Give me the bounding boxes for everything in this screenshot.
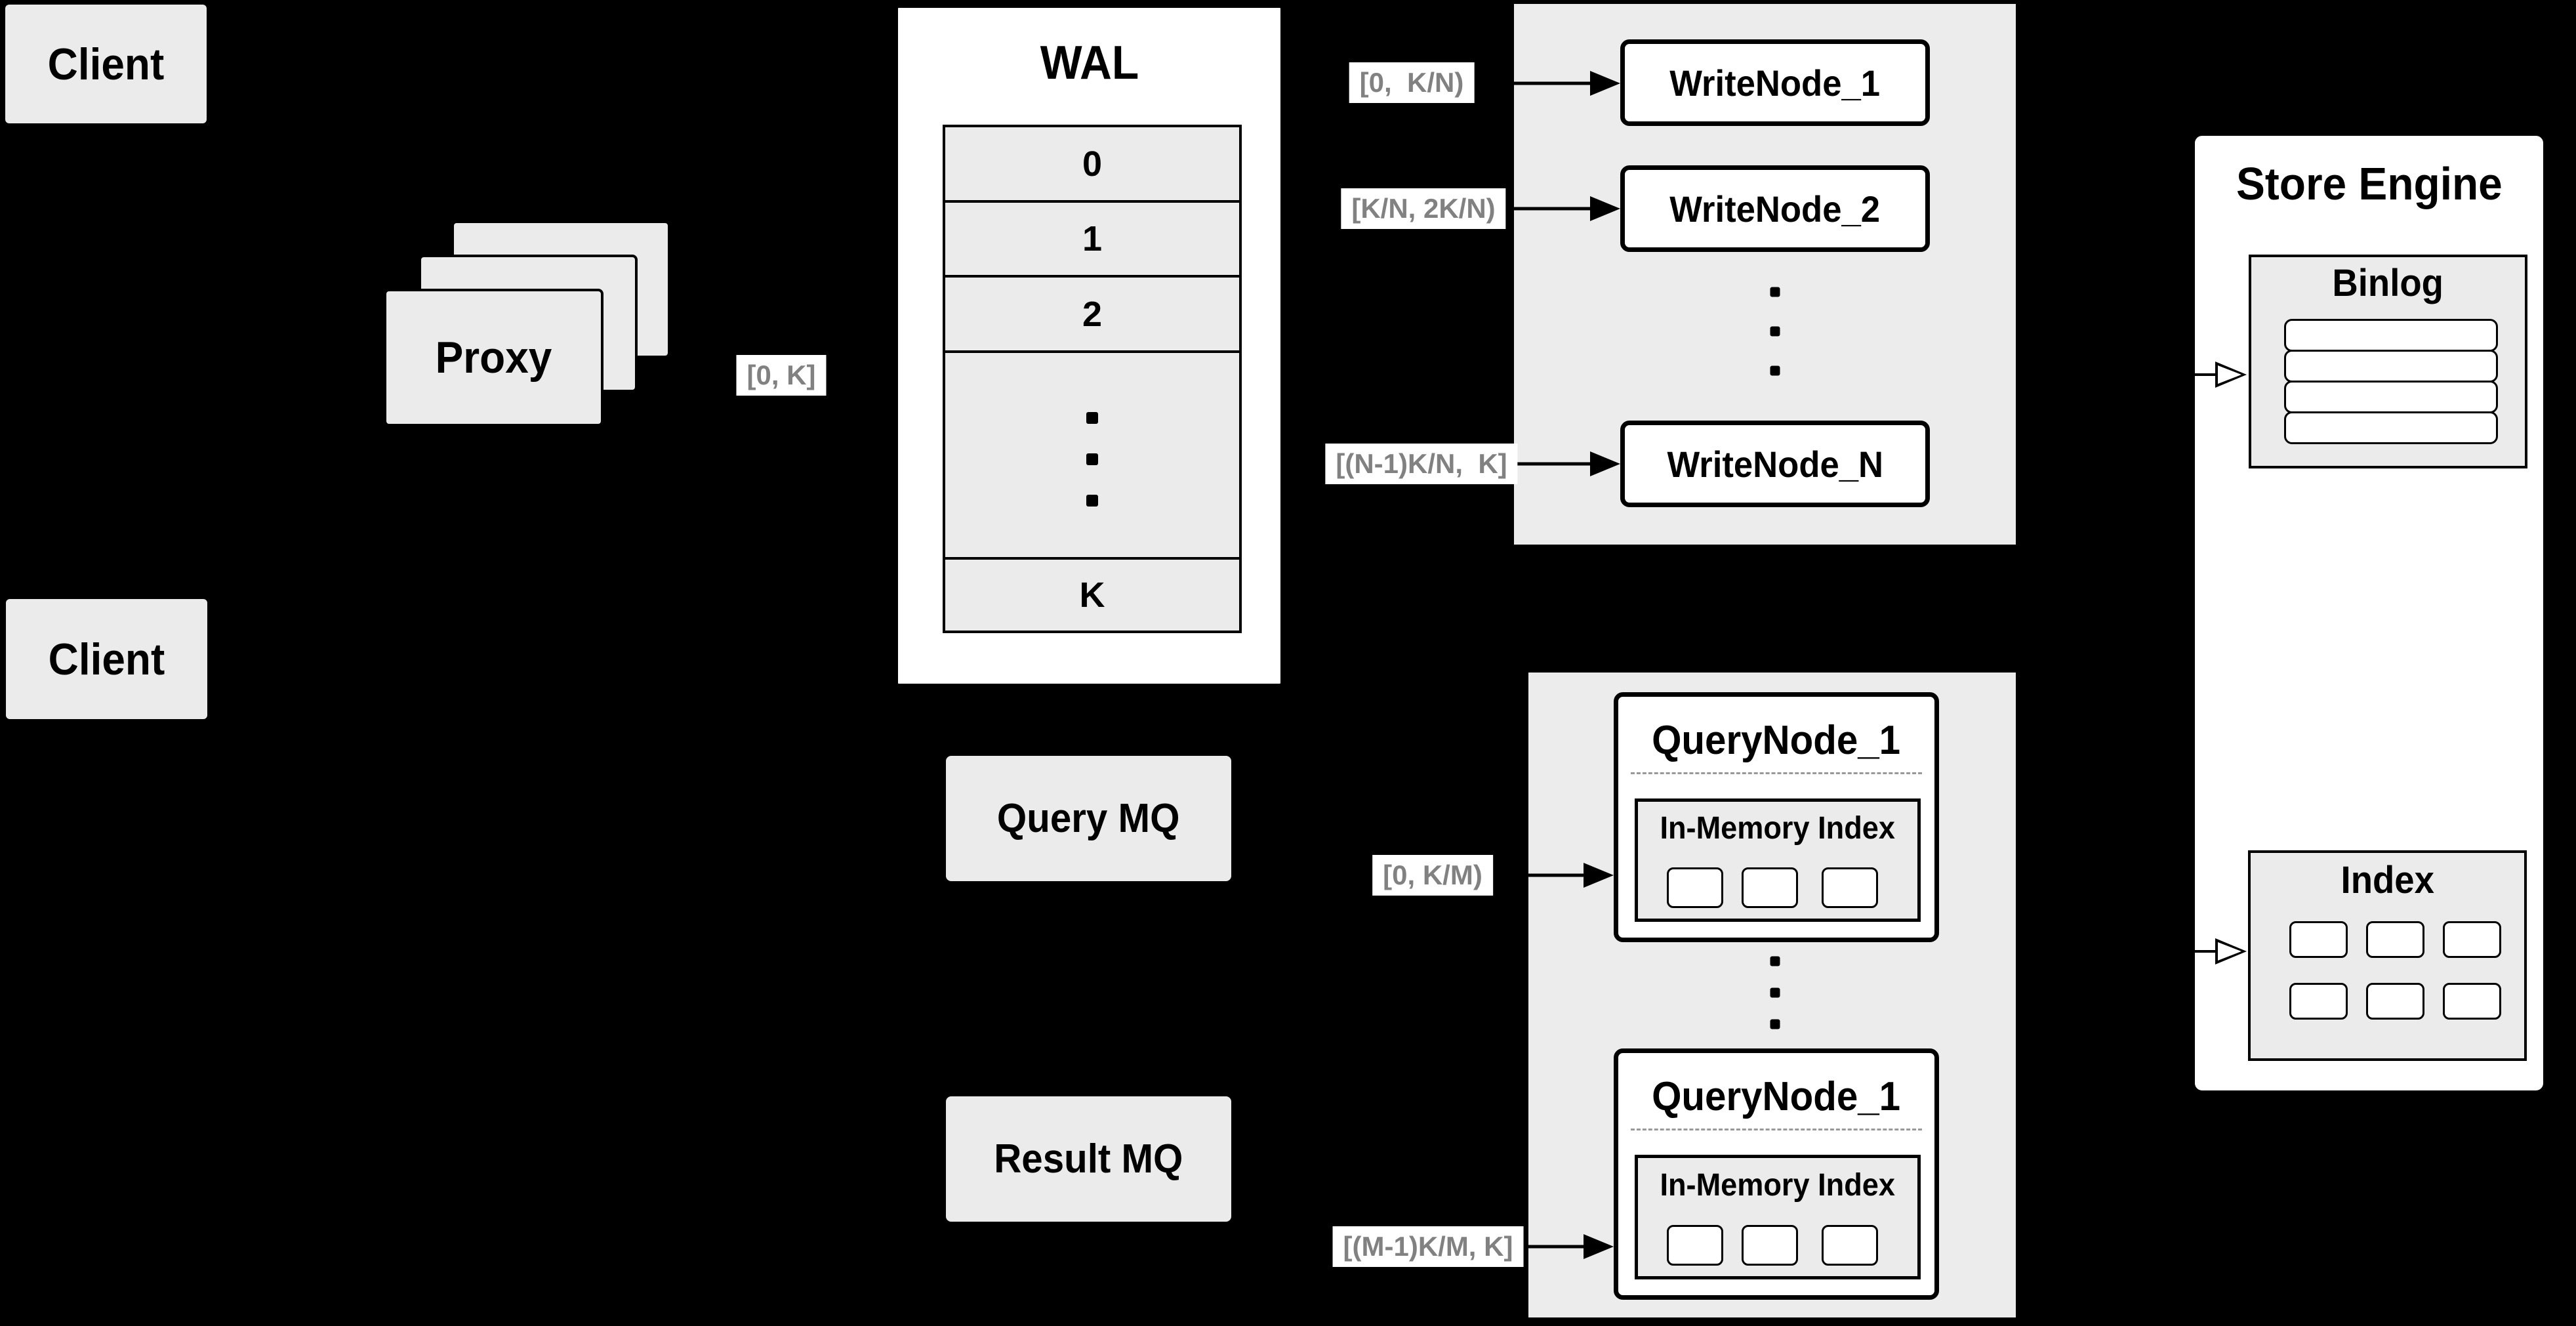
memory-segment [1822, 867, 1878, 908]
memory-segment [1667, 867, 1723, 908]
wal-row-1: 1 [943, 200, 1242, 278]
write-node-1: WriteNode_1 [1620, 39, 1930, 126]
index-segment [2443, 983, 2501, 1020]
range-chip-writenode1: [0, K/N) [1349, 62, 1475, 103]
ellipsis-dot [1770, 326, 1780, 337]
ellipsis-dot [1086, 495, 1098, 507]
in-memory-index-2-title: In-Memory Index [1660, 1167, 1896, 1203]
write-node-2: WriteNode_2 [1620, 165, 1930, 252]
wal-label: WAL [1040, 37, 1139, 89]
write-node-n: WriteNode_N [1620, 421, 1930, 507]
arrowhead-binlog-inner [2218, 365, 2241, 384]
binlog-title: Binlog [2249, 261, 2527, 304]
result-mq-box: Result MQ [946, 1096, 1231, 1222]
binlog-segment [2284, 350, 2498, 383]
index-segment [2443, 921, 2501, 958]
query-node-2-divider [1631, 1129, 1922, 1130]
ellipsis-dot [1086, 412, 1098, 424]
arrowhead-writenode2 [1590, 196, 1620, 221]
ellipsis-dot [1770, 365, 1780, 376]
range-chip-proxy: [0, K] [736, 355, 827, 396]
binlog-segment [2284, 319, 2498, 352]
index-segment [2289, 921, 2348, 958]
ellipsis-dot [1770, 987, 1780, 998]
index-segment [2366, 983, 2424, 1020]
ellipsis-dot [1770, 1019, 1780, 1029]
index-title: Index [2248, 858, 2527, 901]
memory-segment [1742, 867, 1798, 908]
in-memory-index-1-title: In-Memory Index [1660, 810, 1896, 846]
arrow-to-binlog [2125, 373, 2217, 376]
index-label: Index [2341, 858, 2434, 901]
arrowhead-querynode1 [1584, 863, 1614, 888]
arrowhead-index-inner [2218, 942, 2241, 961]
binlog-segment [2284, 411, 2498, 444]
arrowhead-writenode1 [1590, 71, 1620, 96]
query-node-1-divider [1631, 772, 1922, 774]
query-node-2-title: QueryNode_1 [1652, 1073, 1901, 1119]
range-chip-writenodeN: [(N-1)K/N, K] [1325, 444, 1518, 484]
index-segment [2366, 921, 2424, 958]
range-chip-querynode1: [0, K/M) [1372, 855, 1493, 896]
memory-segment [1742, 1225, 1798, 1266]
wal-row-0: 0 [943, 125, 1242, 203]
store-engine-label: Store Engine [2236, 158, 2503, 209]
index-segment [2289, 983, 2348, 1020]
arrowhead-querynode2 [1584, 1234, 1614, 1259]
arrowhead-proxy-to-wal [863, 363, 893, 388]
ellipsis-dot [1770, 287, 1780, 297]
arrow-to-index [2125, 950, 2217, 953]
wal-title: WAL [893, 37, 1285, 89]
memory-segment [1667, 1225, 1723, 1266]
proxy-box-front: Proxy [384, 289, 603, 426]
client-box-bottom: Client [6, 599, 207, 719]
query-mq-box: Query MQ [946, 756, 1231, 881]
range-chip-querynode2: [(M-1)K/M, K] [1332, 1226, 1524, 1267]
client-box-top: Client [5, 5, 207, 123]
wal-row-2: 2 [943, 275, 1242, 353]
query-node-1-title: QueryNode_1 [1652, 717, 1901, 763]
wal-row-k: K [943, 557, 1242, 633]
memory-segment [1822, 1225, 1878, 1266]
binlog-label: Binlog [2332, 261, 2444, 304]
store-engine-title: Store Engine [2189, 157, 2549, 210]
ellipsis-dot [1770, 956, 1780, 966]
arrowhead-writenodeN [1590, 451, 1620, 476]
binlog-segment [2284, 381, 2498, 413]
range-chip-writenode2: [K/N, 2K/N) [1341, 188, 1506, 229]
arrow-proxy-to-wal [603, 373, 863, 377]
ellipsis-dot [1086, 453, 1098, 465]
